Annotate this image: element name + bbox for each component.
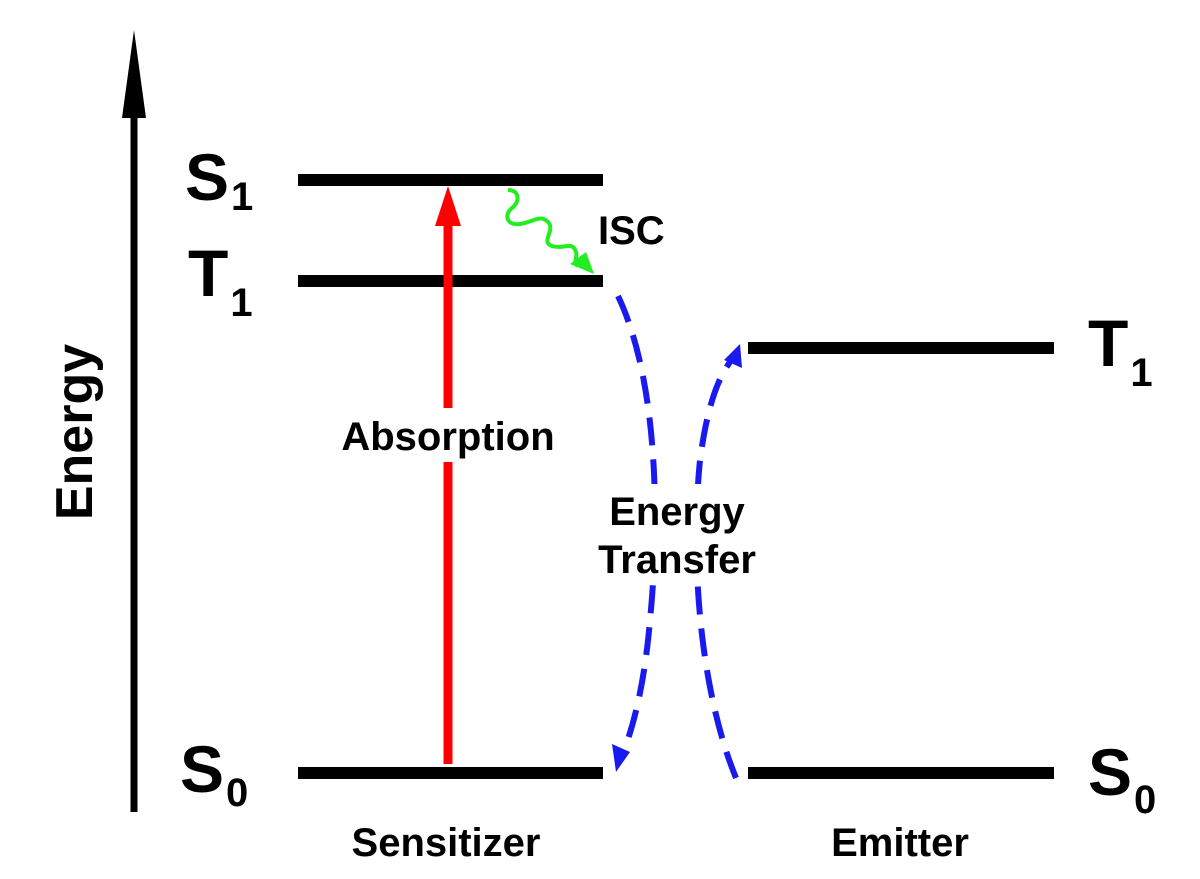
emitter-levels: [748, 342, 1054, 779]
isc-label: ISC: [598, 209, 665, 253]
emitter-t1-label: T1: [1088, 306, 1153, 395]
energy-axis-label: Energy: [46, 344, 104, 520]
absorption-arrow: [435, 186, 461, 764]
isc-arrow: [505, 188, 594, 274]
absorption-label: Absorption: [341, 415, 554, 459]
isc-squiggle: [505, 188, 580, 268]
energy-transfer-down-arrowhead: [612, 744, 630, 772]
sensitizer-t1-label: T1: [188, 236, 253, 325]
energy-transfer-label-line2: Transfer: [598, 538, 756, 582]
energy-transfer-up-arrowhead: [724, 344, 742, 368]
energy-transfer-down-path: [615, 294, 659, 758]
energy-axis: Energy: [46, 30, 146, 812]
isc-arrowhead: [570, 252, 594, 274]
sensitizer-s0-label: S0: [180, 732, 248, 815]
absorption-arrowhead: [435, 186, 461, 226]
sensitizer-s1-label: S1: [185, 140, 253, 219]
energy-axis-arrowhead: [122, 30, 146, 118]
emitter-caption: Emitter: [831, 821, 969, 865]
energy-transfer-label-background: [582, 484, 772, 584]
emitter-s0-label: S0: [1088, 735, 1156, 822]
sensitizer-caption: Sensitizer: [352, 821, 541, 865]
energy-transfer-label-line1: Energy: [609, 490, 745, 534]
absorption-label-background: [318, 408, 578, 462]
